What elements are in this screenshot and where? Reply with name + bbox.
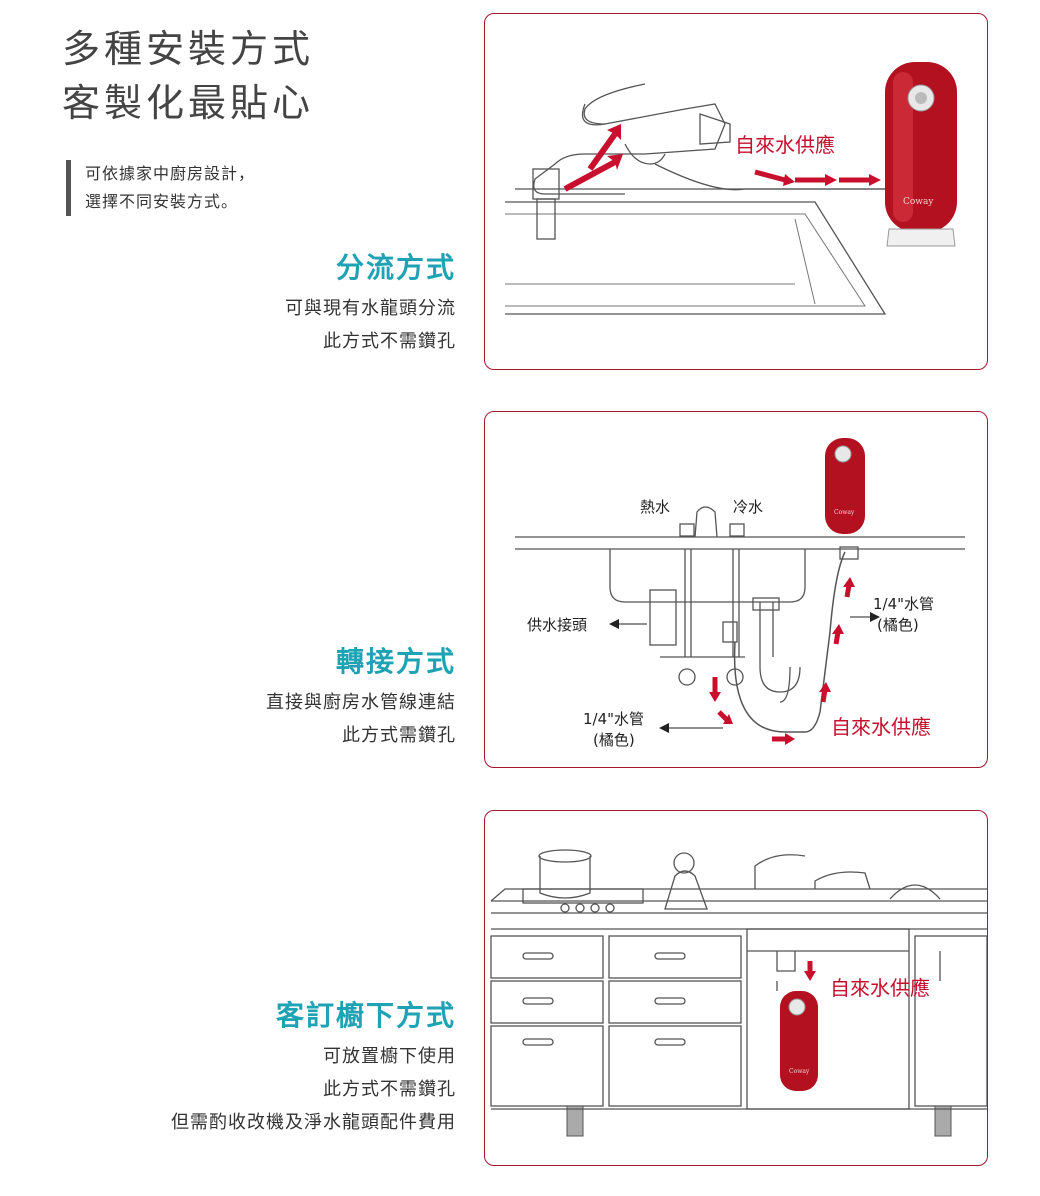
drawer bbox=[490, 935, 604, 979]
cabinet-door bbox=[914, 935, 987, 1107]
supply-label: 自來水供應 bbox=[831, 715, 931, 739]
diagram-panel-adapter: 熱水 冷水 供水接頭 bbox=[484, 411, 988, 768]
hot-label: 熱水 bbox=[640, 498, 670, 516]
method-desc-line: 可與現有水龍頭分流 bbox=[285, 298, 456, 319]
brand-logo: Coway bbox=[903, 197, 934, 207]
kettle bbox=[664, 870, 708, 910]
method-title: 轉接方式 bbox=[335, 645, 456, 678]
water-purifier bbox=[825, 438, 865, 534]
method-desc-line: 可放置櫥下使用 bbox=[323, 1046, 456, 1067]
drawer bbox=[608, 980, 742, 1024]
sink-cabinet bbox=[746, 928, 910, 1110]
diagram-panel-diverter: 自來水供應 Coway bbox=[484, 13, 988, 370]
diverter-illustration: 自來水供應 Coway bbox=[505, 62, 957, 315]
method-title: 分流方式 bbox=[335, 251, 456, 284]
method-desc-line: 此方式不需鑽孔 bbox=[323, 1079, 456, 1100]
method-under-cabinet: 客訂櫥下方式 可放置櫥下使用 此方式不需鑽孔 但需酌收改機及淨水龍頭配件費用 bbox=[171, 998, 456, 1139]
faucet bbox=[754, 854, 806, 889]
cold-label: 冷水 bbox=[733, 498, 763, 516]
method-diverter: 分流方式 可與現有水龍頭分流 此方式不需鑽孔 bbox=[285, 250, 456, 358]
headline-line-1: 多種安裝方式 bbox=[62, 27, 315, 71]
under-cabinet-illustration: Coway 自來水供應 bbox=[490, 849, 987, 1137]
method-desc-line: 此方式不需鑽孔 bbox=[323, 331, 456, 352]
tube-loop bbox=[624, 143, 666, 165]
supply-label: 自來水供應 bbox=[735, 133, 835, 157]
method-title: 客訂櫥下方式 bbox=[275, 999, 456, 1032]
drain-trap bbox=[759, 602, 801, 693]
water-purifier bbox=[780, 991, 818, 1091]
tube-right-label-2: (橘色) bbox=[877, 616, 919, 634]
flow-arrow bbox=[754, 169, 786, 183]
intro-line-1: 可依據家中廚房設計， bbox=[85, 164, 256, 183]
supply-label: 自來水供應 bbox=[830, 976, 930, 1000]
connector-fitting bbox=[649, 589, 677, 646]
dish-rack bbox=[889, 884, 941, 900]
water-line bbox=[654, 163, 885, 191]
headline-line-2: 客製化最貼心 bbox=[62, 81, 315, 125]
sink-inner bbox=[505, 213, 866, 307]
method-description: 可與現有水龍頭分流 此方式不需鑽孔 bbox=[285, 292, 456, 358]
faucet-body bbox=[533, 83, 726, 195]
brand-logo: Coway bbox=[789, 1068, 810, 1075]
method-description: 直接與廚房水管線連結 此方式需鑽孔 bbox=[266, 686, 456, 752]
connector-label: 供水接頭 bbox=[527, 616, 587, 634]
sink-basin bbox=[609, 549, 806, 603]
cabinet-leg bbox=[934, 1105, 952, 1137]
flow-arrow bbox=[587, 132, 618, 171]
tube-left-label-2: (橘色) bbox=[593, 731, 635, 749]
method-description: 可放置櫥下使用 此方式不需鑽孔 但需酌收改機及淨水龍頭配件費用 bbox=[171, 1040, 456, 1139]
drawer bbox=[490, 980, 604, 1024]
method-desc-line: 但需酌收改機及淨水龍頭配件費用 bbox=[171, 1112, 456, 1133]
page-headline: 多種安裝方式 客製化最貼心 bbox=[62, 22, 314, 130]
adapter-illustration: 熱水 冷水 供水接頭 bbox=[515, 438, 965, 749]
stove bbox=[522, 888, 644, 904]
water-tube bbox=[733, 551, 846, 733]
intro-text: 可依據家中廚房設計， 選擇不同安裝方式。 bbox=[66, 160, 255, 216]
method-desc-line: 此方式需鑽孔 bbox=[342, 725, 456, 746]
brand-logo: Coway bbox=[834, 509, 855, 516]
tube-right-label-1: 1/4"水管 bbox=[873, 595, 934, 613]
method-adapter: 轉接方式 直接與廚房水管線連結 此方式需鑽孔 bbox=[266, 644, 456, 752]
sink-outline bbox=[505, 201, 887, 315]
tube-left-label-1: 1/4"水管 bbox=[583, 710, 644, 728]
flow-arrow bbox=[563, 159, 617, 192]
faucet bbox=[694, 506, 718, 538]
method-desc-line: 直接與廚房水管線連結 bbox=[266, 692, 456, 713]
cabinet-door bbox=[608, 1025, 742, 1107]
drawer bbox=[608, 935, 742, 979]
pot bbox=[539, 856, 591, 899]
diagram-panel-under-cabinet: Coway 自來水供應 bbox=[484, 810, 988, 1166]
intro-line-2: 選擇不同安裝方式。 bbox=[85, 192, 239, 211]
cabinet-door bbox=[490, 1025, 604, 1107]
cabinet-leg bbox=[566, 1105, 584, 1137]
